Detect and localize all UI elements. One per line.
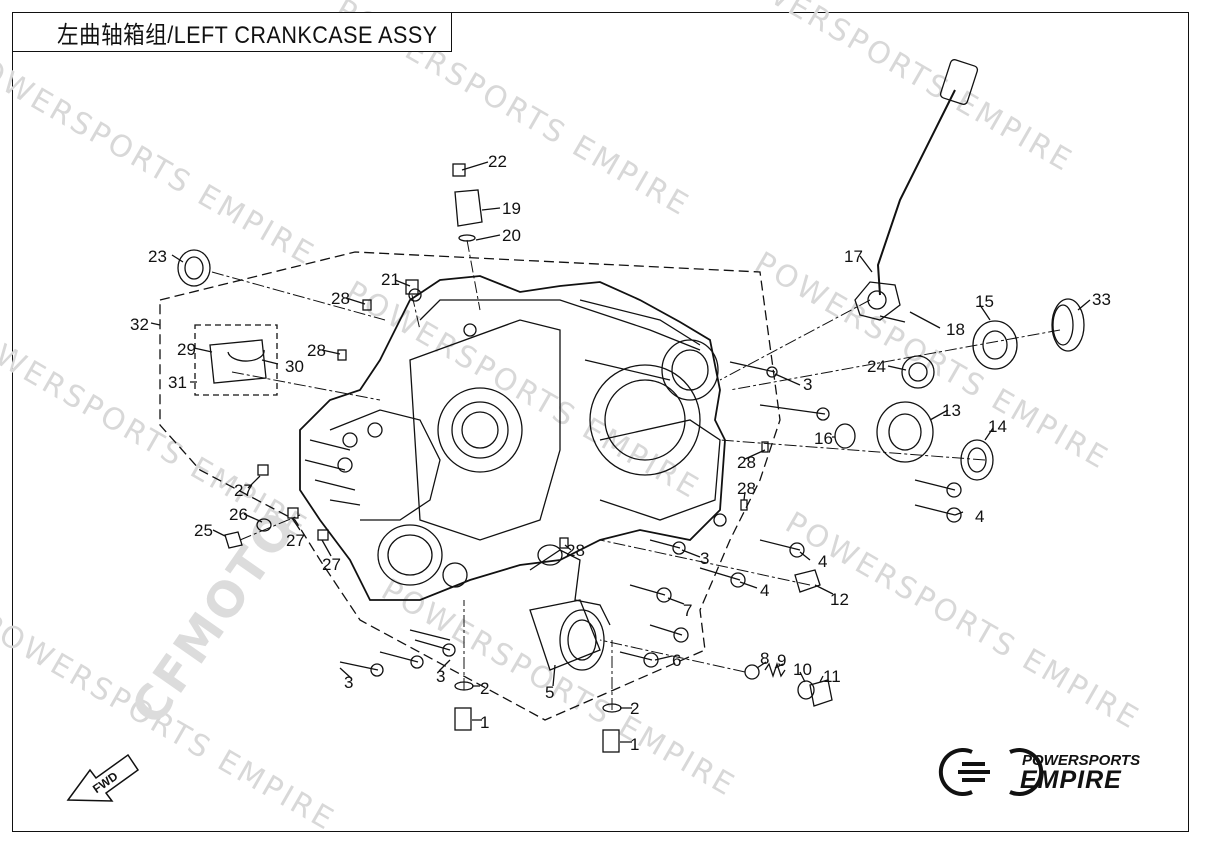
callout-11: 11 — [823, 667, 841, 686]
callout-31: 31 — [168, 373, 187, 392]
part-8-ball — [744, 664, 760, 680]
callout-4: 4 — [818, 552, 827, 571]
callout-18: 18 — [946, 320, 965, 339]
drawing-frame — [12, 12, 1189, 832]
powersports-empire-logo-icon — [938, 748, 1044, 796]
callout-26: 26 — [229, 505, 248, 524]
callout-16: 16 — [814, 429, 833, 448]
callout-32: 32 — [130, 315, 149, 334]
callout-17: 17 — [844, 247, 863, 266]
brand-logo: POWERSPORTS EMPIRE — [950, 748, 1170, 798]
callout-24: 24 — [867, 357, 886, 376]
part-5-bracket — [529, 549, 611, 626]
callout-4: 4 — [975, 507, 984, 526]
callout-13: 13 — [942, 401, 961, 420]
callout-12: 12 — [830, 590, 849, 609]
part-17-flange — [854, 281, 901, 321]
part-19-switch — [454, 189, 483, 227]
part-5-filter — [529, 599, 601, 671]
callout-1: 1 — [630, 735, 639, 754]
callout-15: 15 — [975, 292, 994, 311]
part-17-sensor-cable — [876, 89, 956, 296]
callout-4: 4 — [760, 581, 769, 600]
callout-22: 22 — [488, 152, 507, 171]
watermark-text: POWERSPORTS EMPIRE — [339, 275, 706, 507]
callout-9: 9 — [777, 651, 786, 670]
part-14-seal — [960, 439, 994, 481]
callout-25: 25 — [194, 521, 213, 540]
callout-labels: 1 1 2 2 3 3 3 3 4 4 4 5 6 7 8 9 10 11 12… — [130, 152, 1111, 754]
brand-line2: EMPIRE — [1020, 766, 1122, 794]
part-26-washer — [256, 518, 272, 532]
part-29-bearing — [209, 339, 267, 384]
callout-29: 29 — [177, 340, 196, 359]
callout-28: 28 — [737, 453, 756, 472]
crankcase-body — [299, 275, 726, 601]
callout-3: 3 — [700, 549, 709, 568]
callout-10: 10 — [793, 660, 812, 679]
part-1-drain-plug — [454, 707, 472, 731]
part-22-cap — [452, 163, 466, 177]
callout-3: 3 — [436, 667, 445, 686]
watermark-text: POWERSPORTS EMPIRE — [713, 0, 1080, 180]
watermark-text: POWERSPORTS EMPIRE — [0, 41, 321, 273]
callout-21: 21 — [381, 270, 400, 289]
part-1-drain-plug — [602, 729, 620, 753]
part-10-washer — [797, 680, 815, 700]
page-title: 左曲轴箱组/LEFT CRANKCASE ASSY — [12, 12, 452, 52]
part-16-oring — [834, 423, 856, 449]
callout-1: 1 — [480, 713, 489, 732]
callout-28: 28 — [331, 289, 350, 308]
callout-28: 28 — [307, 341, 326, 360]
watermark: POWERSPORTS EMPIRE POWERSPORTS EMPIRE PO… — [0, 0, 1146, 838]
callout-27: 27 — [234, 481, 253, 500]
callout-28: 28 — [566, 541, 585, 560]
part-11-bolt — [809, 679, 833, 707]
assembly-dashed-outline — [159, 251, 781, 721]
callout-3: 3 — [803, 375, 812, 394]
part-9-spring — [764, 661, 786, 679]
callout-3: 3 — [344, 673, 353, 692]
callout-6: 6 — [672, 651, 681, 670]
callout-8: 8 — [760, 649, 769, 668]
callout-5: 5 — [545, 683, 554, 702]
part-33-seal — [1051, 298, 1085, 352]
part-23-seal — [177, 249, 211, 287]
callout-7: 7 — [683, 601, 692, 620]
callout-2: 2 — [480, 679, 489, 698]
callout-19: 19 — [502, 199, 521, 218]
part-12-clip — [794, 569, 821, 593]
callout-27: 27 — [286, 531, 305, 550]
watermark-text: POWERSPORTS EMPIRE — [779, 505, 1146, 737]
callout-28: 28 — [737, 479, 756, 498]
callout-20: 20 — [502, 226, 521, 245]
fwd-arrow-icon: FWD — [66, 753, 140, 802]
part-24-seal — [901, 355, 935, 389]
callout-27: 27 — [322, 555, 341, 574]
part-13-bearing — [876, 401, 934, 463]
callout-33: 33 — [1092, 290, 1111, 309]
page-title-text: 左曲轴箱组/LEFT CRANKCASE ASSY — [57, 21, 438, 49]
brand-line1: POWERSPORTS — [1022, 752, 1141, 769]
part-21-dowel — [405, 279, 419, 295]
callout-14: 14 — [988, 417, 1007, 436]
callout-30: 30 — [285, 357, 304, 376]
watermark-logo: CFMOTO — [121, 499, 309, 734]
callout-2: 2 — [630, 699, 639, 718]
part-25-plug — [224, 531, 243, 549]
part-15-bearing — [972, 320, 1018, 370]
callout-23: 23 — [148, 247, 167, 266]
bearing-dashed-box — [194, 324, 278, 396]
